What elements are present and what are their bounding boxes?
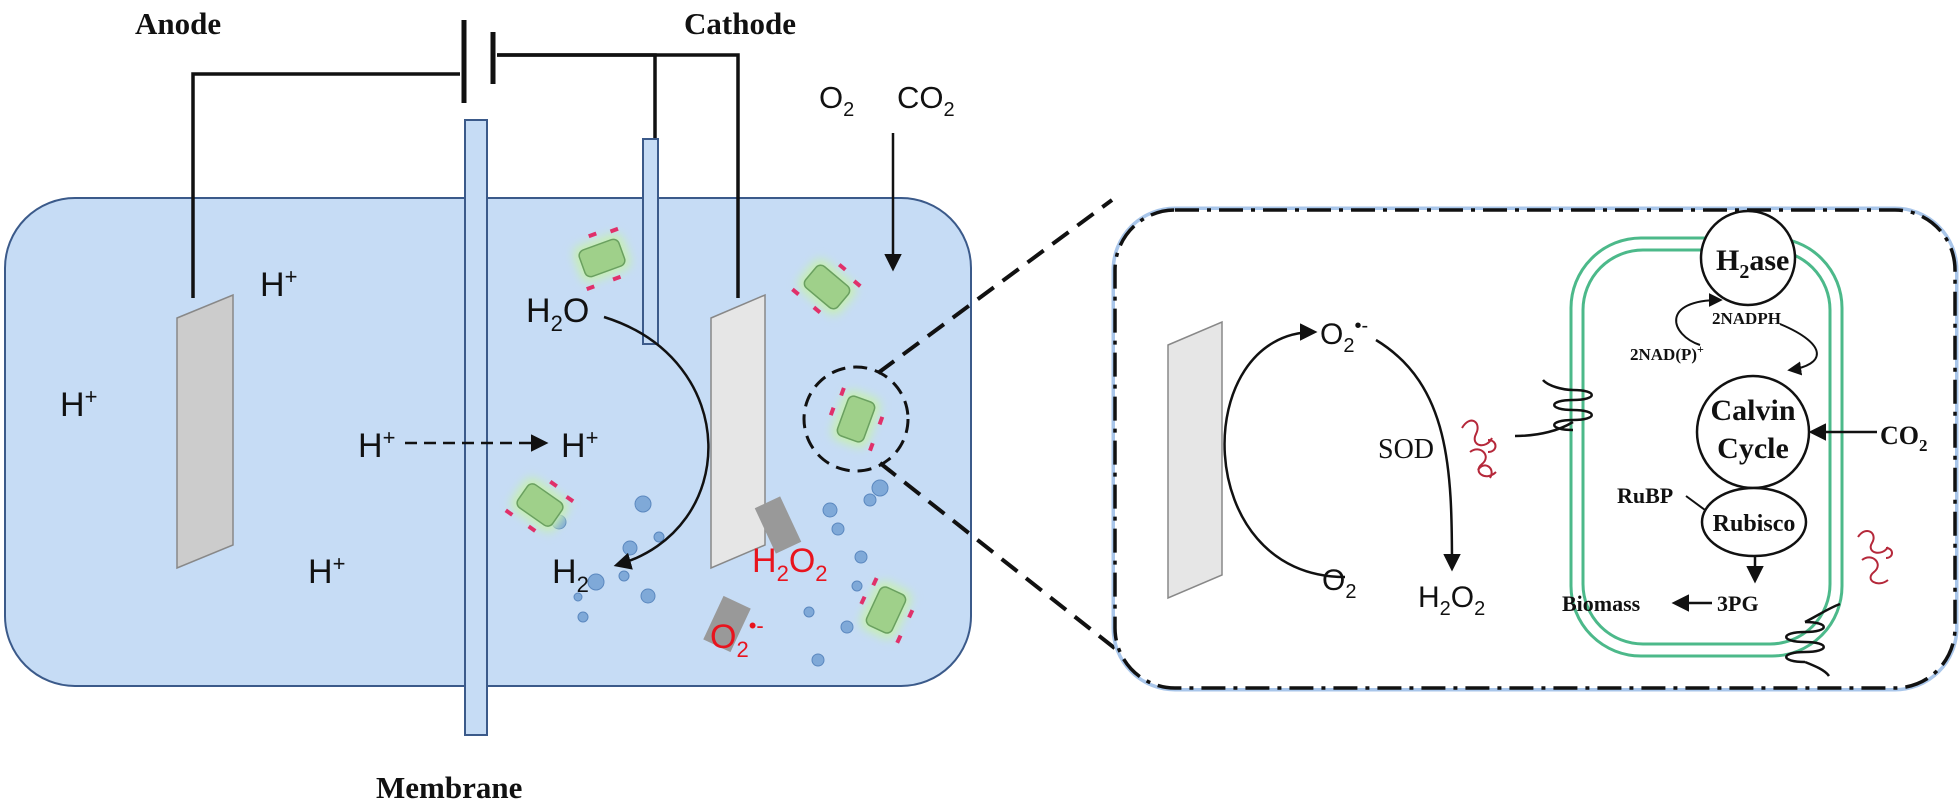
- rubisco-node: [1700, 486, 1808, 558]
- zoom-highlight-circle: [802, 365, 910, 473]
- o2-inlet-label: O2: [819, 80, 854, 121]
- water-label: H2O: [526, 292, 589, 336]
- nadph-label: 2NADPH: [1712, 309, 1781, 328]
- zoom-panel: O2•- O2 SOD H2O2 H2ase 2NADPH 2NAD(P)+ C…: [1111, 206, 1959, 692]
- hydrogenase-label: H2ase: [1716, 244, 1789, 283]
- electrode-fragment: [754, 496, 802, 554]
- proton-label: H+: [60, 384, 97, 424]
- cathode-label: Cathode: [684, 6, 796, 41]
- bacterium-cell: [859, 577, 915, 644]
- co2-inlet-label: CO2: [897, 80, 955, 121]
- sod-enzyme-icon: [1461, 419, 1497, 479]
- membrane-label: Membrane: [376, 770, 522, 805]
- membrane-protein-icon: [1857, 529, 1893, 585]
- nadp-cycle-arrow: [1779, 323, 1818, 376]
- zoom-connector-top: [876, 198, 1114, 375]
- zoom-panel-frame: [1113, 208, 1957, 690]
- calvin-label-line1: Calvin: [1710, 394, 1795, 427]
- zoom-connector-bottom: [878, 461, 1119, 652]
- zoom-oxygen-label: O2: [1322, 564, 1356, 603]
- bacterium-cell: [573, 226, 631, 291]
- nadph-cycle-arrow: [1675, 293, 1723, 346]
- bacterium-cell: [504, 478, 575, 533]
- sod-label: SOD: [1378, 434, 1434, 465]
- nadp-label: 2NAD(P)+: [1630, 342, 1704, 364]
- superoxide-label: O2•-: [710, 613, 764, 662]
- hydrogen-peroxide-label: H2O2: [752, 542, 828, 586]
- zoom-superoxide-label: O2•-: [1320, 315, 1368, 357]
- proton-label: H+: [358, 425, 395, 465]
- bacterium-cell: [828, 387, 885, 452]
- zoom-electrode-plate: [1167, 320, 1223, 600]
- rubp-connector: [1685, 495, 1706, 511]
- zoom-h2o2-label: H2O2: [1418, 581, 1485, 620]
- calvin-label-line2: Cycle: [1717, 432, 1789, 465]
- anode-plate: [176, 293, 234, 570]
- sod-conversion-arrow: [1375, 338, 1461, 572]
- electrochemical-cell: Anode Cathode Membrane O2 CO2 H+ H+ H+ H…: [4, 6, 972, 805]
- membrane-protein-coil: [1785, 602, 1841, 677]
- electrode-fragment: [703, 595, 751, 653]
- rubp-label: RuBP: [1617, 483, 1673, 508]
- reference-electrode: [642, 138, 659, 345]
- proton-label: H+: [561, 425, 598, 465]
- membrane: [464, 119, 488, 736]
- proton-label: H+: [260, 264, 297, 304]
- membrane-protein-coil: [1514, 379, 1593, 438]
- 3pg-label: 3PG: [1717, 591, 1759, 616]
- proton-label: H+: [308, 551, 345, 591]
- rubisco-label: Rubisco: [1713, 511, 1796, 537]
- biomass-label: Biomass: [1562, 591, 1641, 616]
- cathode-plate: [710, 293, 766, 570]
- hydrogen-label: H2: [552, 553, 589, 597]
- hydrogenase-node: [1699, 209, 1797, 307]
- o2-reduction-arc: [1223, 323, 1346, 579]
- bacterium-cell: [791, 259, 862, 315]
- anode-label: Anode: [135, 6, 221, 41]
- h2o-to-h2-arrow: [603, 315, 710, 570]
- zoom-co2-label: CO2: [1880, 421, 1928, 455]
